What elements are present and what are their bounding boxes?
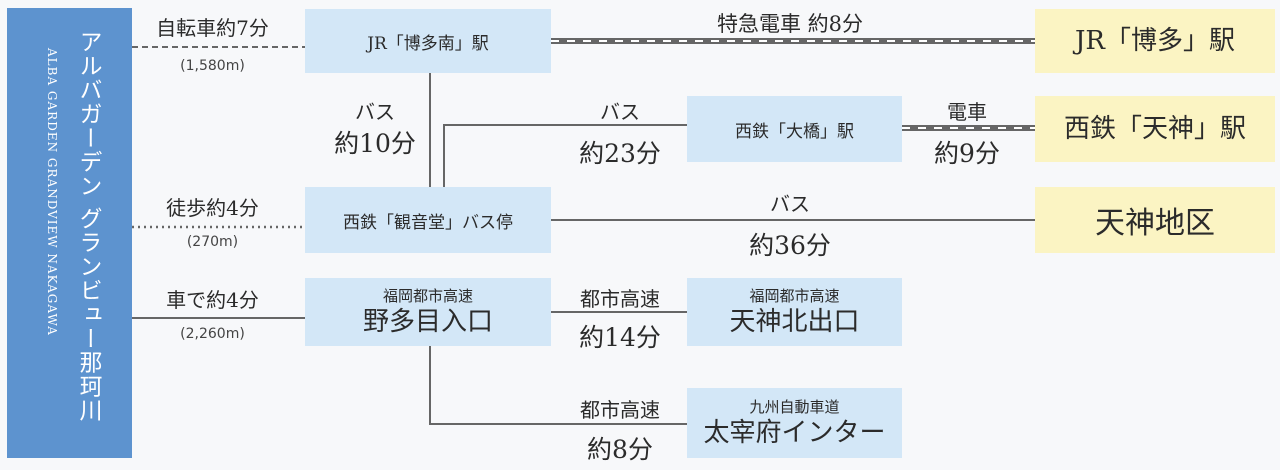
station-tenjin: 西鉄「天神」駅 [1035, 96, 1275, 162]
car-route-distance: (2,260m) [180, 326, 245, 342]
car-route-label: 車で約4分 [166, 288, 259, 312]
bus2-mode: バス [600, 100, 640, 124]
bike-route-label: 自転車約7分 [156, 16, 269, 40]
bus1-time: 約10分 [334, 129, 416, 158]
destination-tenjin-area: 天神地区 [1035, 187, 1275, 253]
bus3-time: 約36分 [749, 231, 831, 260]
expressway1-time: 約14分 [579, 323, 661, 352]
rail-hakata-label: 特急電車 約8分 [716, 12, 864, 36]
exit-tenjinkita-main: 天神北出口 [729, 307, 860, 337]
train-mode: 電車 [947, 100, 987, 124]
bus-line-ohashi [443, 124, 687, 187]
bus2-time: 約23分 [579, 139, 661, 168]
interchange-notame-main: 野多目入口 [362, 307, 493, 337]
walk-route-label: 徒歩約4分 [166, 196, 259, 220]
train-time: 約9分 [934, 139, 1000, 168]
origin-property-panel: アルバガーデン グランビュー那珂川 ALBA GARDEN GRANDVIEW … [7, 8, 132, 458]
station-hakata: JR「博多」駅 [1035, 9, 1275, 73]
station-ohashi-label: 西鉄「大橋」駅 [735, 121, 854, 142]
rail-line-hakata [551, 38, 1035, 44]
interchange-notame: 福岡都市高速 野多目入口 [305, 278, 551, 346]
rail-line-tenjin [902, 125, 1035, 131]
busstop-kannondo-label: 西鉄「観音堂」バス停 [343, 212, 513, 233]
bike-route-distance: (1,580m) [180, 58, 245, 74]
expressway2-mode: 都市高速 [580, 398, 660, 422]
station-hakataminami: JR「博多南」駅 [305, 9, 551, 73]
expressway-line-dazaifu [429, 346, 687, 425]
interchange-dazaifu-sub: 九州自動車道 [749, 398, 840, 416]
exit-tenjinkita: 福岡都市高速 天神北出口 [687, 278, 902, 346]
interchange-dazaifu-main: 太宰府インター [703, 418, 886, 448]
station-ohashi: 西鉄「大橋」駅 [687, 96, 902, 162]
destination-tenjin-area-label: 天神地区 [1095, 206, 1215, 241]
station-tenjin-label: 西鉄「天神」駅 [1063, 114, 1246, 144]
busstop-kannondo: 西鉄「観音堂」バス停 [305, 187, 551, 253]
origin-name-jp: アルバガーデン グランビュー那珂川 [75, 30, 101, 423]
bus3-mode: バス [770, 192, 810, 216]
interchange-dazaifu: 九州自動車道 太宰府インター [687, 388, 902, 458]
bus1-mode: バス [355, 100, 395, 124]
station-hakataminami-label: JR「博多南」駅 [367, 33, 489, 54]
exit-tenjinkita-sub: 福岡都市高速 [749, 287, 840, 305]
origin-name-en: ALBA GARDEN GRANDVIEW NAKAGAWA [45, 48, 59, 336]
station-hakata-label: JR「博多」駅 [1075, 26, 1235, 56]
interchange-notame-sub: 福岡都市高速 [382, 287, 473, 305]
expressway1-mode: 都市高速 [580, 287, 660, 311]
expressway2-time: 約8分 [587, 435, 653, 464]
walk-route-distance: (270m) [186, 234, 239, 250]
